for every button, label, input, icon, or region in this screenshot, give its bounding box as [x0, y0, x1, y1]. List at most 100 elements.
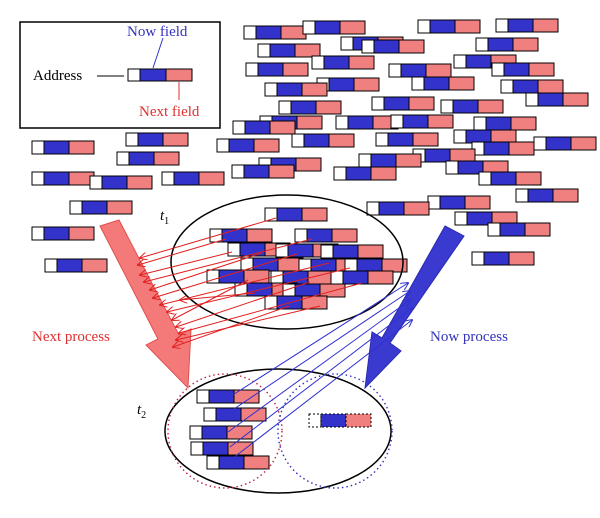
now-pointer-link — [227, 300, 410, 433]
memory-record — [412, 148, 476, 163]
memory-record — [232, 120, 296, 135]
memory-record — [311, 55, 375, 70]
next-pointer-link — [153, 253, 298, 298]
memory-record — [216, 138, 280, 153]
memory-record — [475, 37, 539, 52]
memory-record — [189, 425, 253, 440]
memory-record — [371, 96, 435, 111]
memory-record — [427, 195, 491, 210]
t2-group-ellipse — [164, 368, 392, 494]
now-process-label: Now process — [430, 329, 508, 345]
memory-record — [471, 251, 535, 266]
memory-record — [333, 166, 397, 181]
next-pointer-link — [176, 281, 311, 327]
t1-group-ellipse — [170, 194, 404, 330]
memory-record — [196, 389, 260, 404]
memory-record — [240, 257, 304, 272]
memory-record — [206, 269, 270, 284]
memory-record — [69, 200, 133, 215]
memory-record — [294, 228, 358, 243]
memory-record — [231, 164, 295, 179]
memory-record — [487, 222, 551, 237]
scattered-records — [31, 18, 597, 470]
memory-record — [243, 25, 307, 40]
memory-record — [361, 39, 425, 54]
memory-record — [330, 270, 394, 285]
now-pointer-link — [227, 320, 412, 463]
next-pointer-link — [176, 305, 321, 340]
now-pointer-link — [229, 308, 412, 448]
memory-record — [264, 295, 328, 310]
memory-record — [411, 76, 475, 91]
legend-now-field-label: Now field — [127, 24, 188, 40]
next-pointer-link — [173, 305, 290, 347]
memory-record — [44, 258, 108, 273]
memory-record — [316, 77, 380, 92]
memory-record — [525, 92, 589, 107]
next-pointer-links — [138, 217, 363, 347]
memory-record — [375, 132, 439, 147]
memory-record — [116, 151, 180, 166]
next-pointer-link — [140, 217, 277, 258]
memory-record — [358, 153, 422, 168]
now-process-arrow — [364, 225, 465, 390]
memory-record — [454, 211, 518, 226]
memory-record — [495, 18, 559, 33]
memory-record — [473, 116, 537, 131]
memory-record — [440, 99, 504, 114]
memory-record — [302, 20, 366, 35]
next-process-label: Next process — [32, 329, 110, 345]
memory-record — [320, 244, 384, 259]
next-pointer-link — [180, 292, 256, 300]
memory-record — [335, 115, 399, 130]
memory-record — [291, 133, 355, 148]
next-pointer-link — [179, 282, 363, 333]
memory-record — [417, 19, 481, 34]
legend-box: Address Now field Next field — [19, 21, 221, 129]
memory-record — [366, 201, 430, 216]
memory-record — [478, 171, 542, 186]
memory-record — [270, 270, 334, 285]
memory-record — [264, 207, 328, 222]
memory-record — [264, 82, 328, 97]
memory-record — [390, 114, 454, 129]
next-pointer-link — [160, 262, 330, 305]
memory-record — [388, 63, 452, 78]
next-pointer-link — [138, 238, 227, 265]
memory-record — [245, 62, 309, 77]
legend-next-field-label: Next field — [139, 104, 200, 120]
next-pointer-link — [144, 238, 313, 282]
memory-record — [203, 407, 267, 422]
now-area-dotted-circle — [277, 373, 393, 489]
t2-label: t2 — [137, 402, 146, 421]
memory-record — [31, 140, 95, 155]
memory-record — [500, 79, 564, 94]
memory-record — [471, 141, 535, 156]
memory-record — [533, 136, 597, 151]
memory-record — [453, 129, 517, 144]
memory-record — [308, 413, 372, 428]
t1-label: t1 — [160, 208, 169, 227]
memory-record — [278, 100, 342, 115]
now-pointer-link — [227, 291, 410, 414]
memory-record — [31, 171, 95, 186]
memory-record — [209, 228, 273, 243]
next-area-dotted-circle — [167, 373, 283, 489]
next-pointer-link — [140, 251, 233, 275]
memory-record — [206, 455, 270, 470]
memory-record — [515, 188, 579, 203]
legend-address-label: Address — [33, 68, 82, 84]
next-process-arrow — [99, 219, 192, 390]
memory-record — [190, 441, 254, 456]
memory-record — [31, 226, 95, 241]
memory-record — [89, 175, 153, 190]
memory-record — [491, 62, 555, 77]
now-pointer-links — [227, 283, 412, 463]
now-pointer-link — [227, 283, 408, 399]
legend-record — [127, 68, 193, 82]
memory-record — [344, 258, 408, 273]
next-pointer-link — [150, 252, 263, 290]
memory-record — [257, 43, 321, 58]
next-pointer-link — [167, 267, 351, 312]
